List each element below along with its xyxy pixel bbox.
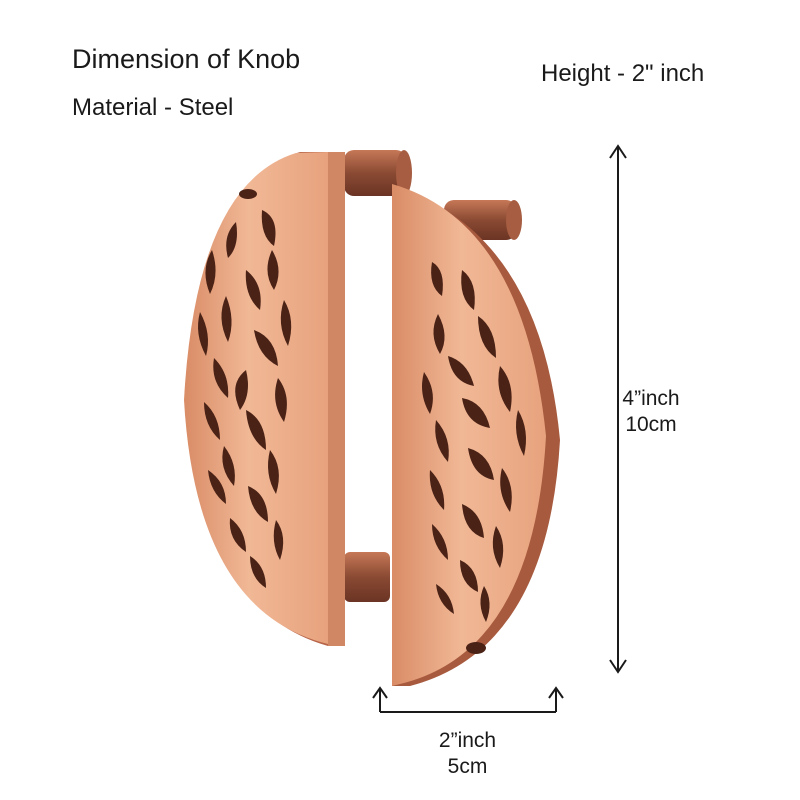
page-title: Dimension of Knob [72, 44, 301, 74]
left-leaf-cutouts [198, 189, 292, 588]
vertical-dimension-label: 4”inch 10cm [606, 386, 696, 438]
left-half-moon-plate [184, 152, 345, 646]
material-label: Material - Steel [72, 94, 234, 121]
horizontal-dimension-label: 2”inch 5cm [420, 728, 515, 780]
right-leaf-cutouts [422, 262, 526, 654]
horizontal-dimension-arrow [372, 686, 564, 713]
height-label: Height - 2" inch [541, 60, 705, 87]
vertical-imperial: 4”inch [622, 387, 680, 410]
vertical-dimension-arrow [609, 144, 627, 674]
vertical-metric: 10cm [625, 413, 677, 436]
horizontal-metric: 5cm [447, 755, 488, 778]
right-half-moon-plate [392, 184, 560, 686]
horizontal-imperial: 2”inch [438, 729, 497, 752]
